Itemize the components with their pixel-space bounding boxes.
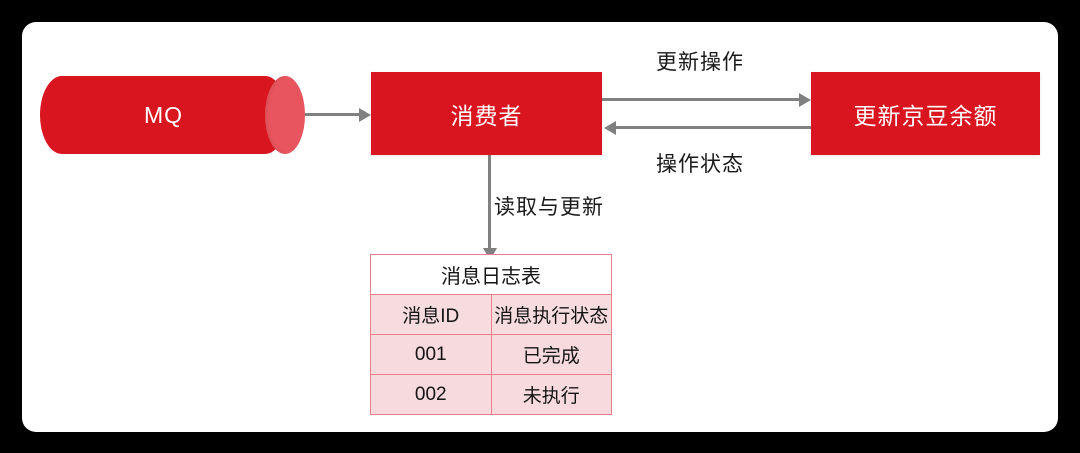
arrow-mq-to-consumer-head-icon bbox=[359, 107, 371, 122]
arrow-update-balance-to-consumer bbox=[616, 126, 811, 129]
edge-label-read-and-update: 读取与更新 bbox=[494, 196, 604, 219]
table-title: 消息日志表 bbox=[370, 254, 612, 295]
table-header-message-status: 消息执行状态 bbox=[490, 294, 612, 335]
node-mq-label: MQ bbox=[143, 101, 184, 128]
node-update-balance-label: 更新京豆余额 bbox=[853, 102, 998, 129]
table-header-row: 消息ID 消息执行状态 bbox=[370, 294, 612, 335]
message-log-table: 消息日志表 消息ID 消息执行状态 001 已完成 002 未执行 bbox=[370, 254, 612, 415]
node-mq: MQ bbox=[40, 76, 305, 154]
table-title-row: 消息日志表 bbox=[370, 254, 612, 295]
arrow-consumer-to-update-balance bbox=[602, 98, 800, 101]
table-row: 002 未执行 bbox=[370, 374, 612, 415]
mq-label-wrap: MQ bbox=[40, 76, 287, 154]
table-header-message-id: 消息ID bbox=[370, 294, 492, 335]
node-consumer-label: 消费者 bbox=[450, 102, 523, 129]
table-cell-status: 未执行 bbox=[490, 374, 612, 415]
node-consumer: 消费者 bbox=[371, 72, 602, 155]
arrow-consumer-to-update-balance-head-icon bbox=[799, 92, 811, 107]
diagram-canvas: MQ 消费者 更新京豆余额 更新操作 操作状态 读取与更新 消息日志表 消息ID… bbox=[22, 22, 1058, 432]
edge-label-operation-status: 操作状态 bbox=[656, 153, 744, 176]
arrow-consumer-to-message-log-table bbox=[488, 155, 491, 250]
table-row: 001 已完成 bbox=[370, 334, 612, 375]
table-cell-status: 已完成 bbox=[490, 334, 612, 375]
node-update-balance: 更新京豆余额 bbox=[811, 72, 1040, 155]
table-cell-id: 001 bbox=[370, 334, 492, 375]
table-cell-id: 002 bbox=[370, 374, 492, 415]
arrow-mq-to-consumer bbox=[305, 113, 360, 116]
edge-label-update-operation: 更新操作 bbox=[656, 51, 744, 74]
mq-cylinder-body bbox=[40, 76, 287, 154]
mq-cylinder-cap bbox=[265, 76, 305, 154]
arrow-update-balance-to-consumer-head-icon bbox=[604, 120, 616, 135]
